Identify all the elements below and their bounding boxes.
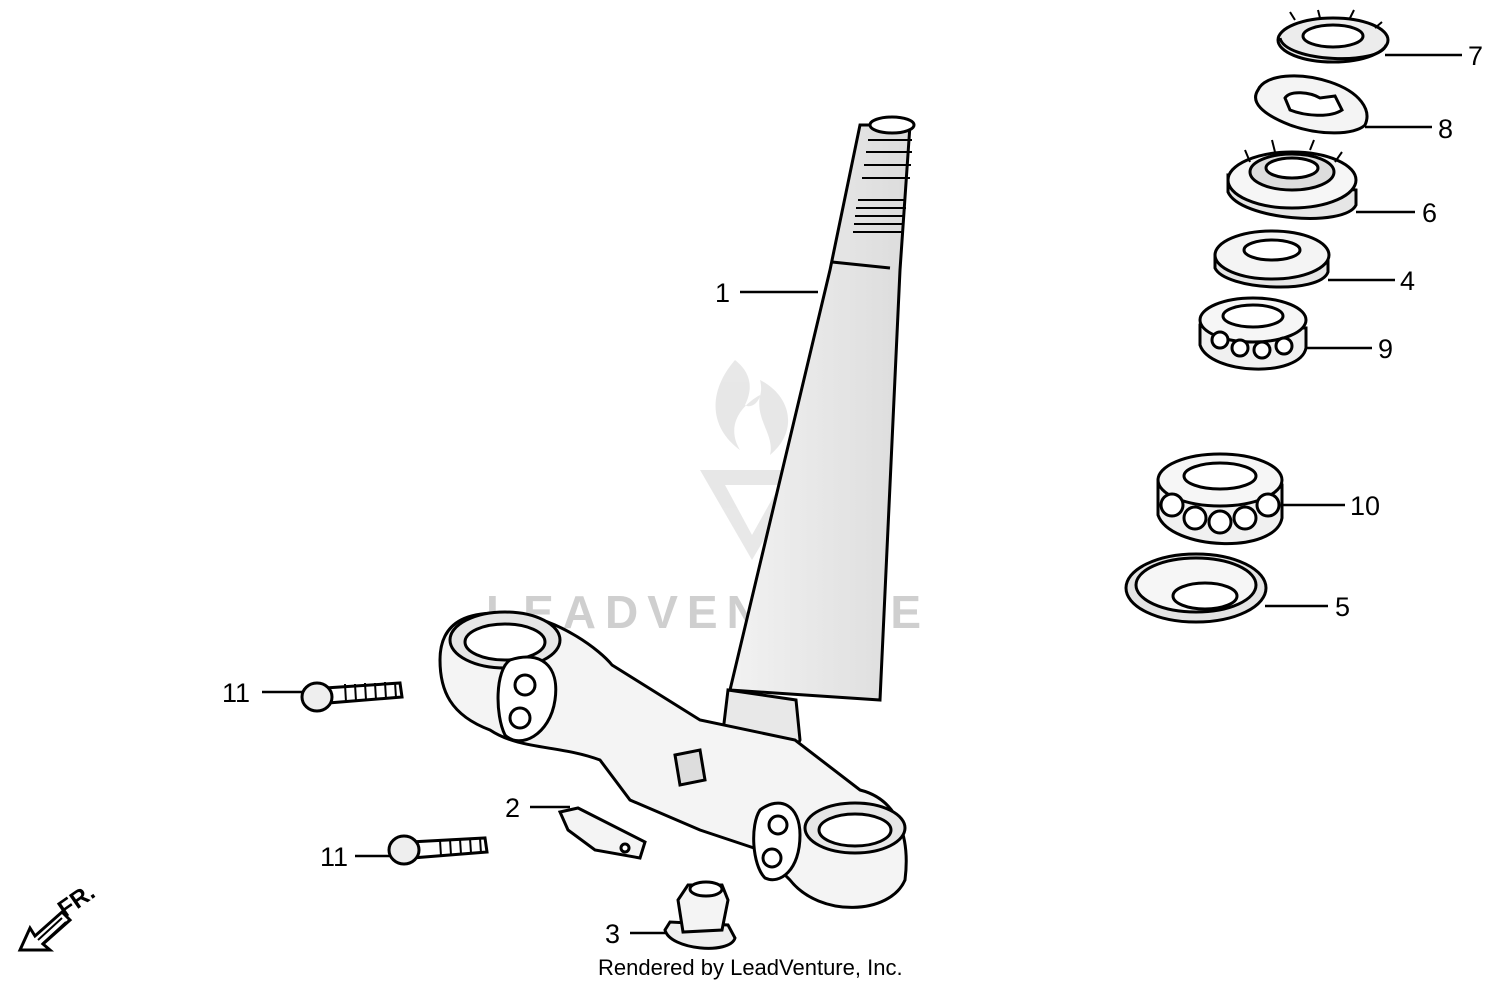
- callout-10: 10: [1350, 491, 1380, 521]
- callout-4: 4: [1400, 266, 1415, 296]
- callout-9: 9: [1378, 334, 1393, 364]
- callout-11-upper: 11: [222, 678, 250, 708]
- leader-lines: [262, 53, 1462, 935]
- callout-2: 2: [505, 793, 520, 823]
- callout-11-lower: 11: [320, 842, 348, 872]
- steering-stem: [438, 115, 916, 909]
- front-direction-arrow-icon: [17, 909, 73, 952]
- callout-8: 8: [1438, 114, 1453, 144]
- callout-6: 6: [1422, 198, 1437, 228]
- part-2-plate: [557, 806, 647, 860]
- part-10-bearing: [1156, 452, 1284, 545]
- part-6-adjusting-nut: [1226, 139, 1358, 220]
- part-9-bearing: [1198, 296, 1308, 371]
- footer-credit: Rendered by LeadVenture, Inc.: [598, 955, 903, 980]
- part-11-bolt-lower: [387, 834, 489, 866]
- part-7-lock-nut: [1276, 9, 1390, 64]
- part-11-bolt-upper: [300, 681, 404, 713]
- callout-7: 7: [1468, 41, 1483, 71]
- part-3-nut: [663, 880, 737, 950]
- callout-1: 1: [715, 278, 730, 308]
- part-4-bearing-race: [1213, 229, 1331, 289]
- callout-5: 5: [1335, 592, 1350, 622]
- part-8-lock-washer: [1254, 74, 1369, 135]
- part-5-dust-seal: [1124, 552, 1268, 624]
- callout-3: 3: [605, 919, 620, 949]
